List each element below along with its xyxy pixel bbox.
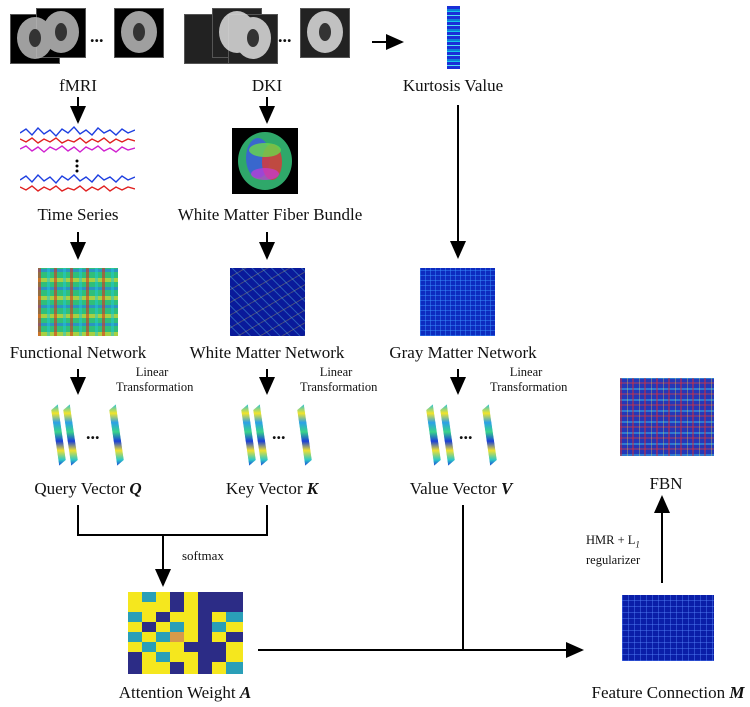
value-symbol: V: [500, 479, 513, 498]
transformation-text: Transformation: [300, 380, 378, 394]
ellipsis: ...: [278, 26, 292, 46]
fbn-matrix: [620, 378, 714, 456]
fiber-bundle-graphic: [238, 132, 292, 190]
ellipsis: ...: [90, 26, 104, 46]
feature-connection-label: Feature Connection M: [592, 683, 745, 703]
transformation-text: Transformation: [490, 380, 568, 394]
ellipsis: ...: [86, 423, 100, 443]
hmr-text: HMR + L1: [586, 533, 640, 550]
hmr-regularizer-label: HMR + L1 regularizer: [586, 533, 656, 568]
linear-text: Linear: [135, 365, 169, 379]
ellipsis: ...: [272, 423, 286, 443]
fbn-label: FBN: [649, 474, 683, 493]
transformation-text: Transformation: [116, 380, 194, 394]
white-matter-network-matrix: [230, 268, 305, 336]
feature-connection-text: Feature Connection: [591, 683, 726, 702]
linear-text: Linear: [319, 365, 353, 379]
time-series-plot: [20, 125, 135, 192]
attention-weight-text: Attention Weight: [118, 683, 236, 702]
functional-network-matrix: [38, 268, 118, 336]
linear-transformation-label-3: Linear Transformation: [490, 365, 568, 395]
query-vector-label: Query Vector Q: [34, 479, 141, 499]
softmax-label: softmax: [182, 548, 224, 563]
linear-text: Linear: [509, 365, 543, 379]
feature-connection-matrix: [622, 595, 714, 661]
fiber-bundle-label: White Matter Fiber Bundle: [177, 205, 363, 224]
kurtosis-label: Kurtosis Value: [402, 76, 504, 95]
dki-label: DKI: [251, 76, 283, 95]
linear-transformation-label-2: Linear Transformation: [300, 365, 378, 395]
linear-transformation-label-1: Linear Transformation: [116, 365, 194, 395]
key-symbol: K: [306, 479, 319, 498]
key-vector-label: Key Vector K: [226, 479, 318, 499]
brain-slice-icon: [228, 14, 278, 64]
brain-slice-icon: [300, 8, 350, 58]
functional-network-label: Functional Network: [9, 343, 147, 362]
query-symbol: Q: [129, 479, 142, 498]
value-vector-label: Value Vector V: [410, 479, 513, 499]
feature-symbol: M: [729, 683, 745, 702]
ellipsis: ...: [459, 423, 473, 443]
key-vector-text: Key Vector: [225, 479, 303, 498]
attention-weight-matrix: [128, 592, 243, 674]
kurtosis-vector: [447, 6, 460, 69]
fmri-label: fMRI: [59, 76, 97, 95]
gray-matter-network-matrix: [420, 268, 495, 336]
gray-matter-network-label: Gray Matter Network: [389, 343, 537, 362]
brain-slice-icon: [114, 8, 164, 58]
regularizer-text: regularizer: [586, 552, 641, 567]
time-series-label: Time Series: [37, 205, 119, 224]
attention-symbol: A: [239, 683, 252, 702]
brain-slice-icon: [36, 8, 86, 58]
attention-weight-label: Attention Weight A: [119, 683, 251, 703]
value-vector-text: Value Vector: [409, 479, 497, 498]
query-vector-text: Query Vector: [34, 479, 126, 498]
white-matter-network-label: White Matter Network: [189, 343, 345, 362]
